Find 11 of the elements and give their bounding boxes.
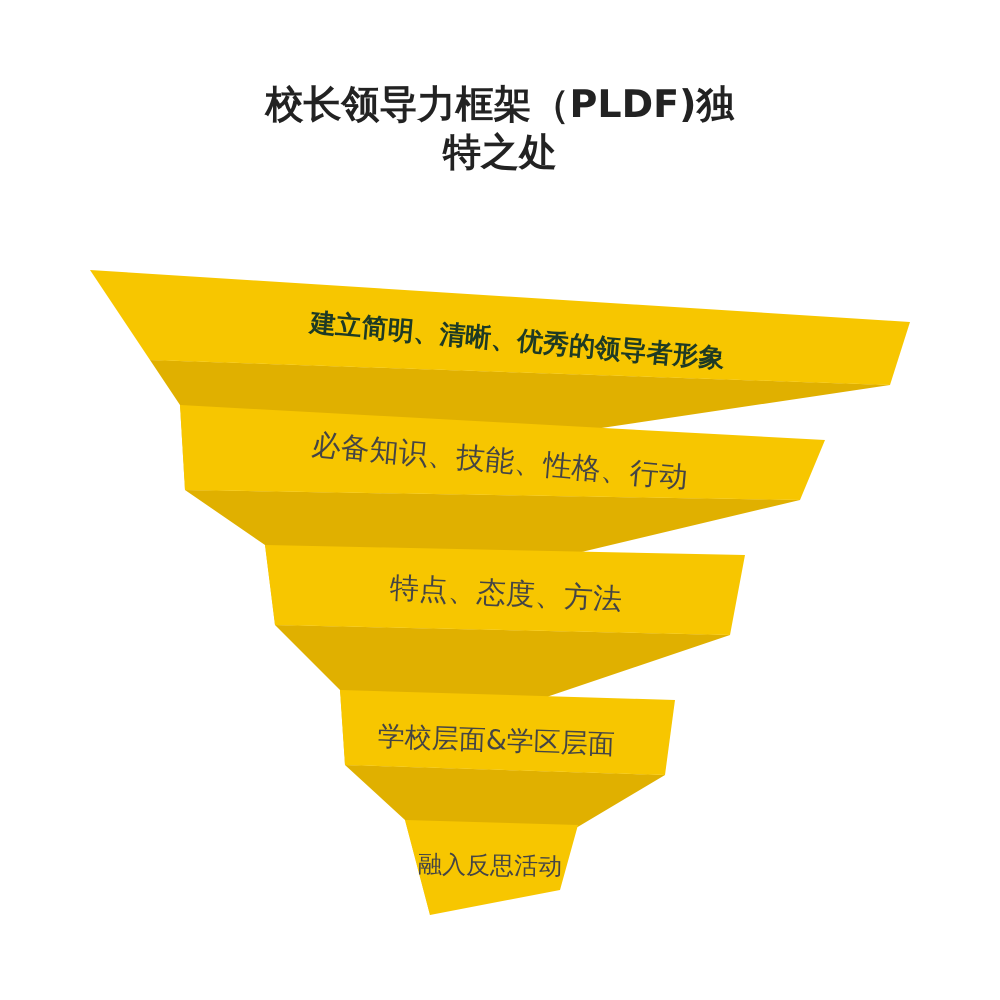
band-label: 学校层面&学区层面 (377, 720, 616, 762)
ribbon-band (180, 405, 825, 500)
band-label: 融入反思活动 (418, 849, 562, 882)
diagram-title: 校长领导力框架（PLDF)独特之处 (264, 81, 736, 176)
ribbon-band (90, 270, 910, 385)
band-label: 建立简明、清晰、优秀的领导者形象 (308, 307, 726, 376)
ribbon-band (405, 820, 578, 915)
band-label: 必备知识、技能、性格、行动 (310, 426, 690, 496)
ribbon-band (265, 545, 745, 635)
ribbon-band (340, 690, 675, 775)
band-label: 特点、态度、方法 (388, 569, 623, 618)
